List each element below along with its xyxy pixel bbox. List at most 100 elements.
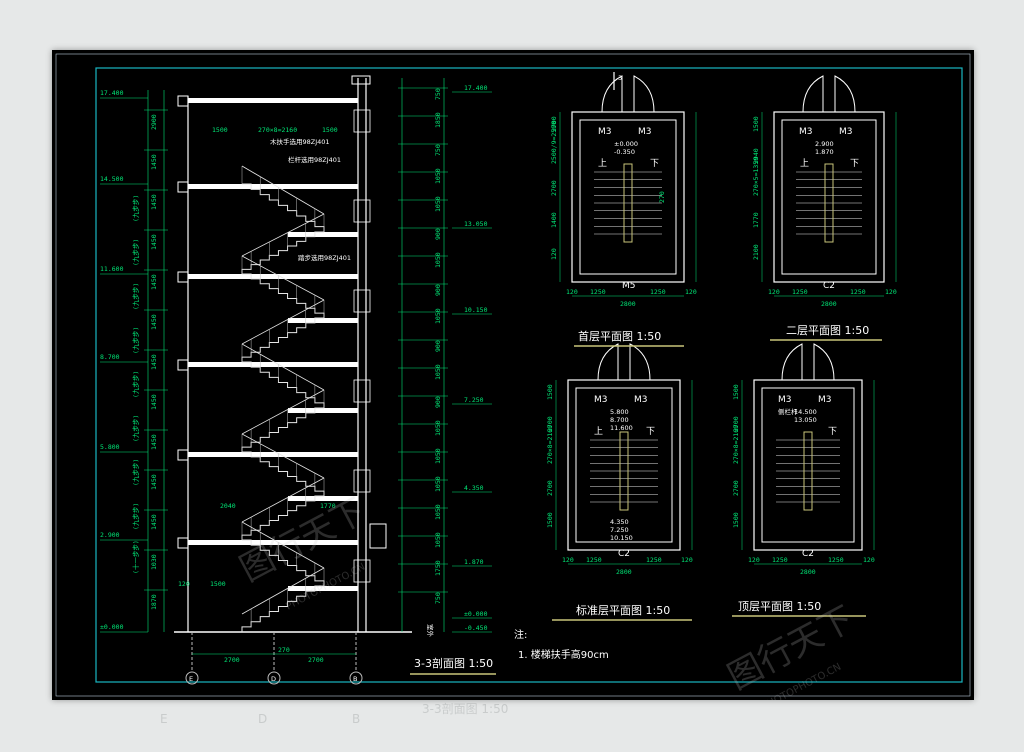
plan-edge-dim: 120 xyxy=(748,556,760,564)
landing-slab xyxy=(288,318,358,323)
cad-canvas: E D B 2700 270 2700 3 1500 270×8=2160 15… xyxy=(55,53,971,700)
plan-total-width: 2800 xyxy=(616,568,632,576)
plan-side-dim: 1770 xyxy=(752,212,760,228)
top-dim-1: 1500 xyxy=(212,126,228,134)
callout-handrail: 木扶手选用98ZJ401 xyxy=(270,137,330,146)
plan-side-dim: 270×8=2160 xyxy=(546,425,554,464)
level-label: 8.700 xyxy=(100,353,120,361)
watermark-brand-2: 图行天下 xyxy=(721,599,860,698)
right-dim: 1850 xyxy=(434,112,442,128)
floor-slab xyxy=(188,184,358,189)
left-height-dim: 1450 xyxy=(150,474,158,490)
lower-dim-2: 1770 xyxy=(320,502,336,510)
right-dim: 1050 xyxy=(434,308,442,324)
plan-width: 1250 xyxy=(650,288,666,296)
plan-outer-wall xyxy=(753,379,863,551)
plan-side-dim: 2940 xyxy=(752,148,760,164)
plan-side-dim: 2100 xyxy=(752,244,760,260)
plan-side-dim: 2700 xyxy=(546,416,554,432)
right-dim: 900 xyxy=(434,340,442,352)
right-dim: 1050 xyxy=(434,532,442,548)
stair-handrail xyxy=(241,343,325,391)
plan-up-label: 上 xyxy=(800,158,809,169)
left-height-dim: 1450 xyxy=(150,154,158,170)
plan-door-label: M3 xyxy=(799,127,813,137)
plan-side-dim: 1500 xyxy=(732,512,740,528)
right-level-label: 1.870 xyxy=(464,558,484,566)
right-level-label: -0.450 xyxy=(464,624,488,632)
plan-door-arc-left xyxy=(781,343,803,381)
plan-handrail xyxy=(803,431,813,511)
plan-door-label: M3 xyxy=(839,127,853,137)
axis-label-e: E xyxy=(189,675,193,683)
ground-label: 室外 xyxy=(426,624,435,638)
floor-slab xyxy=(188,452,358,457)
plan-level: ±0.000 xyxy=(614,140,638,148)
axis-bubble-d xyxy=(267,671,281,685)
right-dim: 1050 xyxy=(434,504,442,520)
plan-level: 4.350 xyxy=(610,518,629,526)
right-dim: 1050 xyxy=(434,196,442,212)
plan-edge-dim: 120 xyxy=(562,556,574,564)
plan-level: 5.800 xyxy=(610,408,629,416)
stair-handrail xyxy=(241,567,325,615)
section-title: 3-3剖面图 1:50 xyxy=(414,656,493,670)
plan-door-label: M3 xyxy=(634,395,648,405)
bottom-dim-2: 270 xyxy=(278,646,290,654)
plan-stair-dim: 270 xyxy=(658,191,666,203)
plan-side-dim: 1500 xyxy=(752,116,760,132)
plan-edge-dim: 120 xyxy=(863,556,875,564)
level-label: 5.800 xyxy=(100,443,120,451)
left-height-dim: 2900 xyxy=(150,114,158,130)
plan-side-dim: 270×8=2160 xyxy=(732,425,740,464)
step-note: (九步步) xyxy=(131,503,140,530)
plan-inner-wall xyxy=(781,119,877,275)
right-dim: 900 xyxy=(434,284,442,296)
bottom-dim-1: 2700 xyxy=(224,656,240,664)
slab-edge xyxy=(177,95,189,107)
right-dim: 1050 xyxy=(434,448,442,464)
stair-handrail xyxy=(241,477,325,523)
stair-handrail xyxy=(241,255,325,301)
plan-title-ground: 首层平面图 1:50 xyxy=(578,329,661,343)
right-level-label: 7.250 xyxy=(464,396,484,404)
right-level-label: ±0.000 xyxy=(464,610,488,618)
wall-window xyxy=(353,469,371,493)
plan-side-dim: 2700 xyxy=(732,416,740,432)
stair-handrail xyxy=(241,165,325,215)
plan-width: 1250 xyxy=(792,288,808,296)
floor-slab xyxy=(188,98,358,103)
step-note: (九步步) xyxy=(131,327,140,354)
stair-handrail xyxy=(241,389,325,435)
plan-handrail xyxy=(824,163,834,243)
left-height-dim: 1450 xyxy=(150,434,158,450)
right-level-label: 10.150 xyxy=(464,306,488,314)
right-level-label: 13.050 xyxy=(464,220,488,228)
left-height-dim: 1450 xyxy=(150,274,158,290)
right-dim: 750 xyxy=(434,592,442,604)
plan-side-dim: 1500 xyxy=(546,512,554,528)
plan-title-standard: 标准层平面图 1:50 xyxy=(576,603,670,617)
plan-down-label: 下 xyxy=(646,427,655,437)
step-note: (九步步) xyxy=(131,459,140,486)
plan-width: 1250 xyxy=(828,556,844,564)
plan-title-top: 顶层平面图 1:50 xyxy=(738,600,821,613)
stair-handrail xyxy=(241,433,325,479)
top-dim-2: 270×8=2160 xyxy=(258,126,297,134)
stair-steps xyxy=(242,361,325,408)
plan-door-label: M3 xyxy=(594,395,608,405)
outer-frame xyxy=(55,53,971,697)
stair-steps xyxy=(241,317,324,362)
ghost-axis-d: D xyxy=(258,712,268,726)
axis-bubble-b xyxy=(349,671,363,685)
stair-steps xyxy=(241,407,324,452)
floor-slab xyxy=(188,274,358,279)
step-note: (九步步) xyxy=(131,371,140,398)
plan-outer-wall xyxy=(567,379,681,551)
plan-bottom-label: C2 xyxy=(618,549,630,559)
step-note: (九步步) xyxy=(131,415,140,442)
plan-edge-dim: 120 xyxy=(768,288,780,296)
cad-drawing: E D B 2700 270 2700 3 1500 270×8=2160 15… xyxy=(52,50,974,700)
